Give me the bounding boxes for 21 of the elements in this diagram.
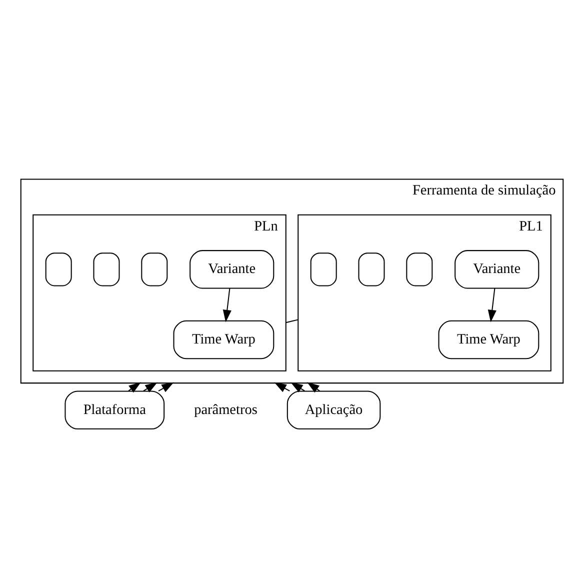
arrow — [222, 288, 232, 322]
node-box — [141, 252, 168, 286]
node-box: Variante — [454, 250, 540, 288]
arrow — [290, 382, 305, 392]
arrow — [128, 382, 142, 392]
node-box — [406, 252, 433, 286]
arrow — [158, 382, 174, 392]
node-box — [358, 252, 385, 286]
node-box: Plataforma — [64, 390, 165, 429]
node-box — [93, 252, 120, 286]
node-box: Time Warp — [173, 320, 274, 359]
arrow — [274, 382, 290, 392]
node-box: Variante — [190, 250, 274, 288]
arrow — [488, 288, 496, 322]
connector — [286, 318, 298, 323]
node-box — [310, 252, 337, 286]
label: parâmetros — [194, 401, 258, 418]
node-box — [45, 252, 72, 286]
arrow — [143, 382, 158, 392]
node-box: Aplicação — [286, 390, 381, 429]
node-box: Time Warp — [438, 320, 540, 359]
